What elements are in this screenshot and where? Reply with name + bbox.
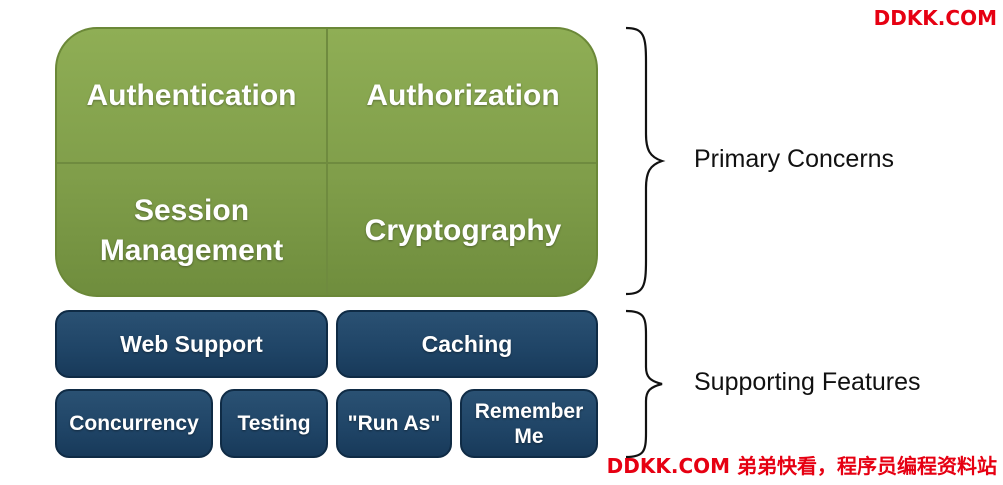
horizontal-divider: [57, 162, 596, 164]
authentication-label: Authentication: [86, 78, 297, 112]
cryptography-label: Cryptography: [364, 213, 562, 247]
authentication-cell: Authentication: [57, 29, 326, 162]
testing-box: Testing: [220, 389, 328, 458]
remember-label-line2: Me: [514, 424, 544, 448]
web-support-label: Web Support: [120, 330, 263, 357]
primary-concerns-label: Primary Concerns: [694, 145, 895, 173]
watermark-bottom: DDKK.COM 弟弟快看，程序员编程资料站: [606, 454, 997, 478]
primary-concerns-brace: [625, 26, 666, 296]
testing-label: Testing: [237, 412, 311, 435]
remember-me-box: Remember Me: [460, 389, 598, 458]
session-label-line2: Management: [99, 233, 284, 267]
supporting-features-brace: [625, 309, 663, 459]
authorization-label: Authorization: [366, 78, 560, 112]
session-management-cell: Session Management: [57, 164, 326, 295]
web-support-box: Web Support: [55, 310, 328, 378]
concurrency-label: Concurrency: [69, 412, 199, 435]
run-as-box: "Run As": [336, 389, 452, 458]
authorization-cell: Authorization: [328, 29, 596, 162]
run-as-label: "Run As": [347, 412, 441, 435]
supporting-features-label: Supporting Features: [694, 368, 921, 396]
caching-label: Caching: [421, 330, 513, 357]
cryptography-cell: Cryptography: [328, 164, 596, 295]
concurrency-box: Concurrency: [55, 389, 213, 458]
remember-label-line1: Remember: [474, 399, 584, 423]
session-label-line1: Session: [133, 193, 250, 227]
watermark-top: DDKK.COM: [873, 6, 997, 30]
primary-concerns-block: Authentication Authorization Session Man…: [55, 27, 598, 297]
caching-box: Caching: [336, 310, 598, 378]
